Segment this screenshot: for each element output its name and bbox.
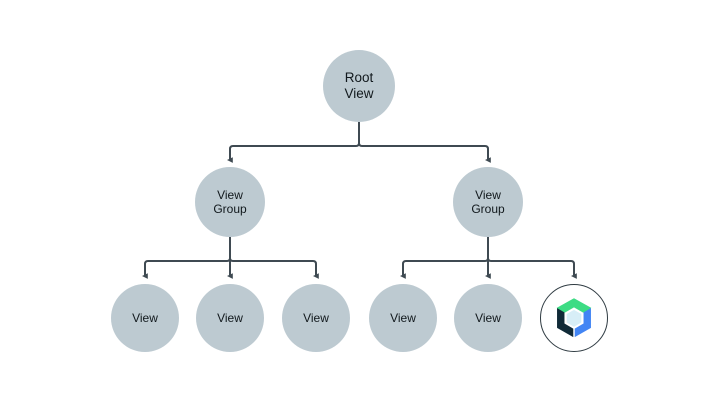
node-root-view[interactable]: Root View	[323, 50, 395, 122]
node-root-view-label: Root View	[344, 70, 374, 101]
edge-root-to-group-left	[227, 122, 360, 163]
edge-group-right-to-compose-logo	[487, 237, 577, 279]
node-view-group-right[interactable]: View Group	[453, 167, 523, 237]
node-view-4[interactable]: View	[369, 284, 437, 352]
node-view-1[interactable]: View	[111, 284, 179, 352]
node-view-5[interactable]: View	[454, 284, 522, 352]
edge-root-to-group-right	[358, 122, 491, 163]
node-view-2-label: View	[217, 310, 243, 325]
node-compose-logo[interactable]	[540, 284, 608, 352]
edge-group-right-to-view-4	[400, 237, 489, 279]
jetpack-compose-logo-icon	[556, 298, 592, 338]
node-view-group-left-label: View Group	[213, 187, 247, 216]
node-view-4-label: View	[390, 310, 416, 325]
node-view-group-right-label: View Group	[471, 187, 505, 216]
edge-group-left-to-view-1	[142, 237, 231, 279]
node-view-2[interactable]: View	[196, 284, 264, 352]
edge-group-left-to-view-3	[229, 237, 319, 279]
node-view-5-label: View	[475, 310, 501, 325]
node-view-group-left[interactable]: View Group	[195, 167, 265, 237]
node-view-3-label: View	[303, 310, 329, 325]
node-view-3[interactable]: View	[282, 284, 350, 352]
node-view-1-label: View	[132, 310, 158, 325]
